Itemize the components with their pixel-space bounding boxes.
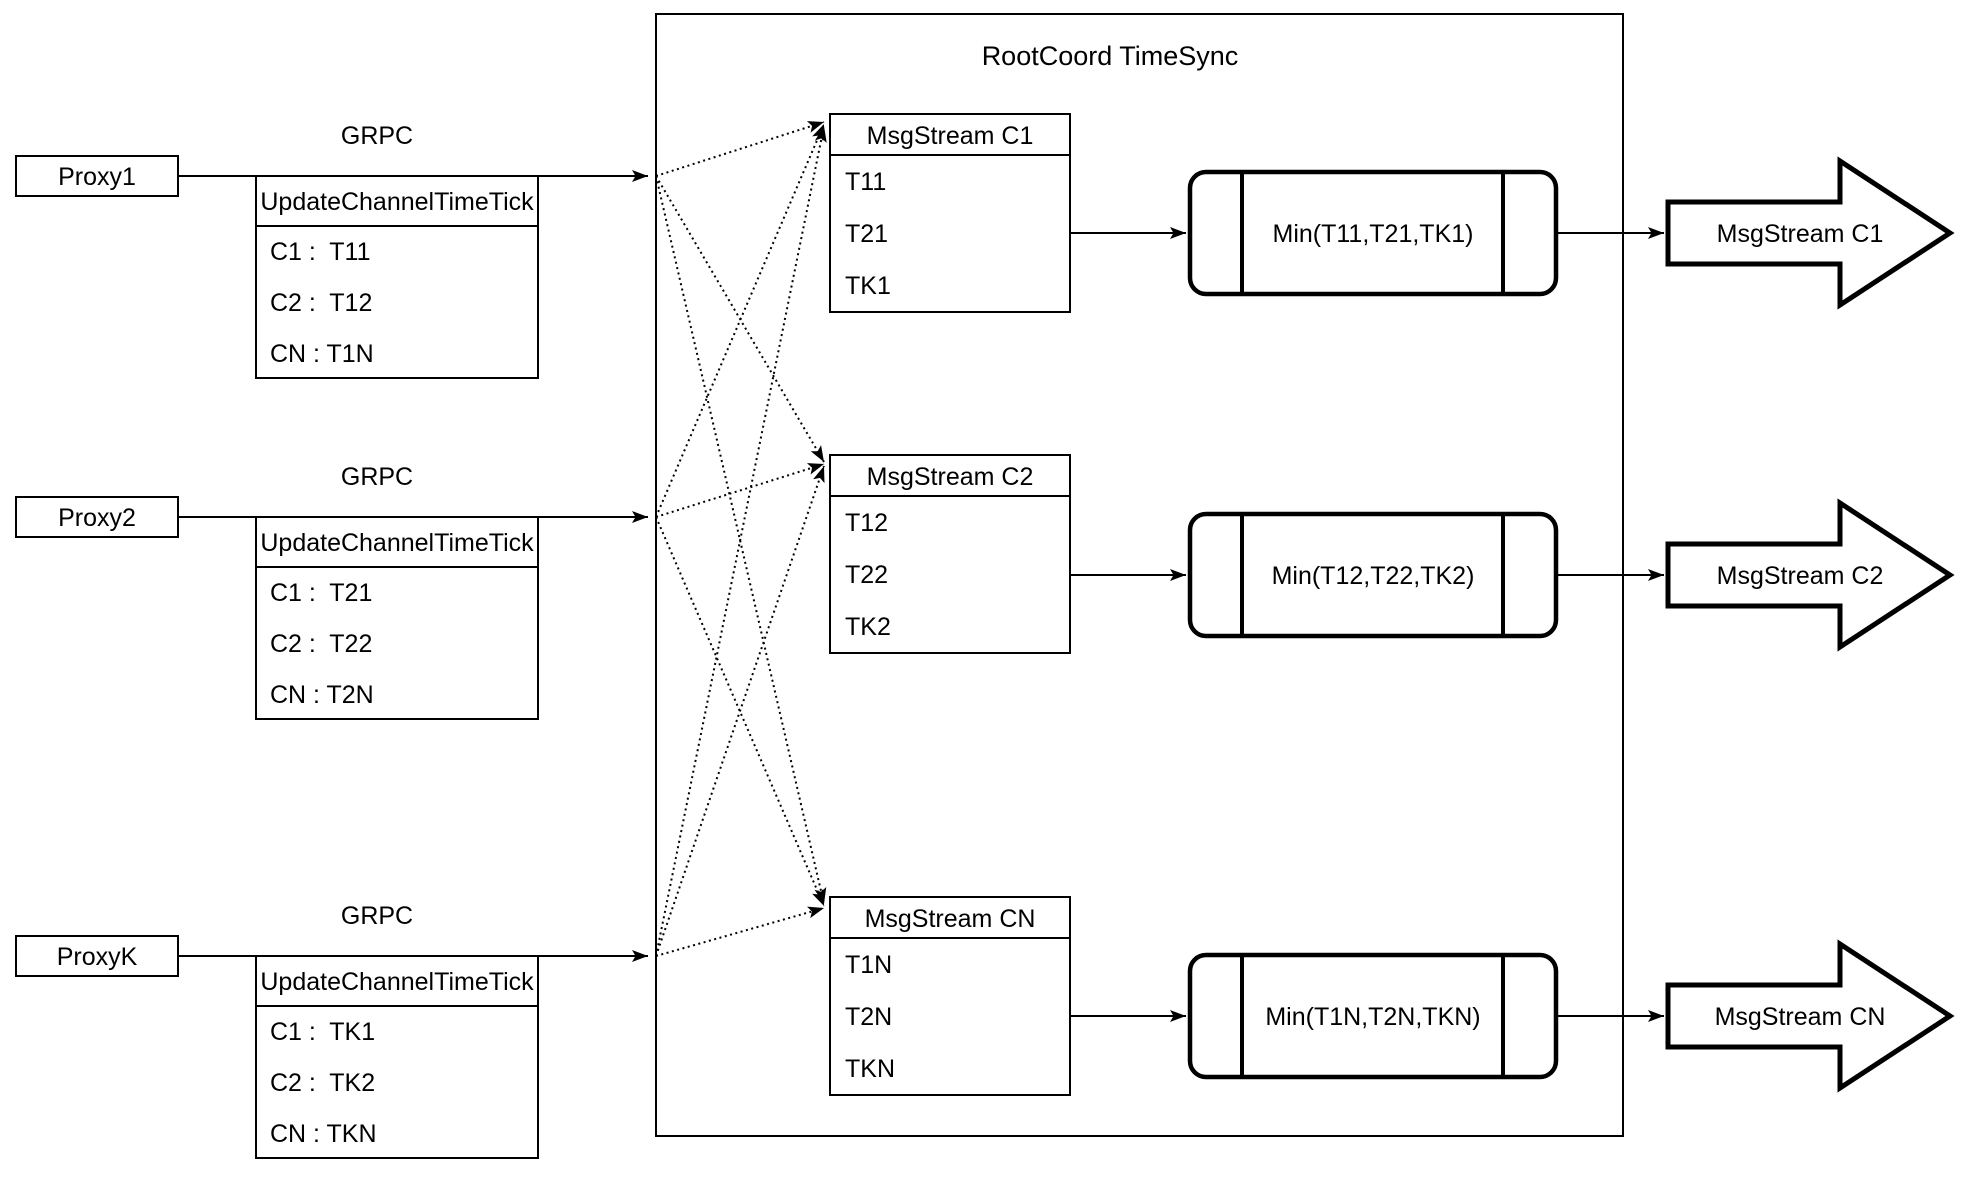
proxy1-timetick-table [255,175,539,379]
fanout-proxyk-to-c2 [655,465,825,957]
fanout-proxyk-to-cn [655,906,825,957]
proxy2-row-cn: CN : T2N [270,681,374,709]
fanout-proxyk-to-c1 [655,125,827,957]
proxy1-row-c2: C2 : T12 [270,289,372,317]
fanout-proxy2-to-cn [655,516,825,907]
msgstream-c1-row-3: TK1 [845,272,891,300]
proxyk-protocol-label: GRPC [341,902,413,930]
proxyk-label: ProxyK [57,943,138,971]
c1-output-arrow [1665,156,1955,310]
proxy1-box [15,155,179,197]
stream-lane-c1: MsgStream C1 T11 T21 TK1 Min(T11,T21,TK1… [829,113,1955,313]
msgstream-c1-row-2: T21 [845,220,888,248]
c2-min-label: Min(T12,T22,TK2) [1272,562,1475,590]
proxy1-label: Proxy1 [58,163,136,191]
proxy2-table-title: UpdateChannelTimeTick [260,529,534,557]
proxy2-box [15,496,179,538]
proxy2-protocol-label: GRPC [341,463,413,491]
proxyk-row-c2: C2 : TK2 [270,1069,375,1097]
proxy1-protocol-label: GRPC [341,122,413,150]
msgstream-cn-table [829,896,1071,1096]
cn-output-label: MsgStream CN [1715,1003,1886,1031]
proxy1-table-title: UpdateChannelTimeTick [260,188,534,216]
fanout-proxy1-to-cn [655,175,827,905]
msgstream-cn-title: MsgStream CN [865,905,1036,933]
msgstream-c1-table [829,113,1071,313]
proxyk-box [15,935,179,977]
timetick-fanout [655,121,827,957]
c2-output-label: MsgStream C2 [1717,562,1884,590]
c1-output-label: MsgStream C1 [1717,220,1884,248]
proxy2-row-c1: C1 : T21 [270,579,372,607]
proxyk-row-c1: C1 : TK1 [270,1018,375,1046]
msgstream-c1-title: MsgStream C1 [867,122,1034,150]
proxy-row-2: Proxy2 GRPC UpdateChannelTimeTick C1 : T… [15,463,648,720]
stream-lane-cn: MsgStream CN T1N T2N TKN Min(T1N,T2N,TKN… [829,896,1955,1096]
stream-lane-c2: MsgStream C2 T12 T22 TK2 Min(T12,T22,TK2… [829,454,1955,654]
proxyk-row-cn: CN : TKN [270,1120,377,1148]
proxy2-row-c2: C2 : T22 [270,630,372,658]
c1-min-label: Min(T11,T21,TK1) [1273,220,1474,248]
msgstream-cn-row-3: TKN [845,1055,895,1083]
proxyk-timetick-table [255,955,539,1159]
msgstream-cn-row-1: T1N [845,951,892,979]
msgstream-c2-row-3: TK2 [845,613,891,641]
msgstream-c2-title: MsgStream C2 [867,463,1034,491]
fanout-proxy2-to-c2 [655,463,825,518]
proxy2-timetick-table [255,516,539,720]
msgstream-c2-table [829,454,1071,654]
proxy1-row-c1: C1 : T11 [270,238,371,266]
msgstream-c1-row-1: T11 [845,168,886,196]
c2-output-arrow [1665,498,1955,652]
proxy-row-1: Proxy1 GRPC UpdateChannelTimeTick C1 : T… [15,122,648,379]
fanout-proxy1-to-c1 [655,121,825,177]
rootcoord-title: RootCoord TimeSync [982,41,1239,71]
proxyk-table-title: UpdateChannelTimeTick [260,968,534,996]
proxy2-label: Proxy2 [58,504,136,532]
proxy-row-3: ProxyK GRPC UpdateChannelTimeTick C1 : T… [15,902,648,1159]
msgstream-c2-row-2: T22 [845,561,888,589]
msgstream-cn-row-2: T2N [845,1003,892,1031]
cn-min-label: Min(T1N,T2N,TKN) [1265,1003,1480,1031]
proxy1-row-cn: CN : T1N [270,340,374,368]
cn-output-arrow [1665,939,1955,1093]
msgstream-c2-row-1: T12 [845,509,888,537]
